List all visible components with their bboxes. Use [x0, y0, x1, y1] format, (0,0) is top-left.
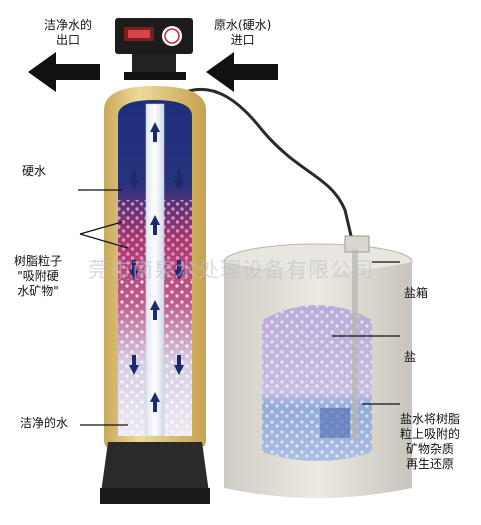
outlet-label: 洁净水的 出口	[44, 18, 92, 48]
resin-label-line-1: 树脂粒子	[14, 254, 63, 268]
resin-label-line-2: "吸附硬	[17, 269, 59, 283]
inlet-label: 原水(硬水) 进口	[214, 18, 271, 48]
brine-line	[185, 87, 354, 241]
inlet-label-line-1: 原水(硬水)	[214, 18, 272, 32]
inlet-label-line-2: 进口	[230, 33, 255, 47]
outlet-label-line-2: 出口	[56, 33, 81, 47]
control-valve	[115, 18, 193, 80]
clean-water-label: 洁净的水	[20, 416, 69, 430]
salt-box-label: 盐箱	[404, 286, 429, 300]
flow-up-arrow-icon	[150, 122, 160, 412]
brine-label-line-1: 盐水将树脂	[400, 412, 461, 426]
resin-label-line-3: 水矿物"	[17, 284, 59, 298]
brine-label: 盐水将树脂 粒上吸附的 矿物杂质 再生还原	[400, 412, 460, 472]
resin-tank	[100, 86, 210, 504]
brine-label-line-4: 再生还原	[406, 457, 455, 471]
hard-water-label: 硬水	[22, 164, 47, 178]
brine-label-line-2: 粒上吸附的	[400, 427, 461, 441]
watermark-text: 莞市南泉水处理设备有限公司	[88, 258, 374, 282]
flow-down-arrow-icon	[129, 170, 184, 375]
brine-tank	[223, 235, 413, 498]
brine-label-line-3: 矿物杂质	[406, 442, 455, 456]
arrow-left-icon	[28, 52, 278, 92]
leader-lines	[78, 189, 400, 426]
outlet-label-line-1: 洁净水的	[44, 18, 93, 32]
resin-label: 树脂粒子 "吸附硬 水矿物"	[14, 254, 62, 299]
salt-label: 盐	[404, 350, 417, 364]
